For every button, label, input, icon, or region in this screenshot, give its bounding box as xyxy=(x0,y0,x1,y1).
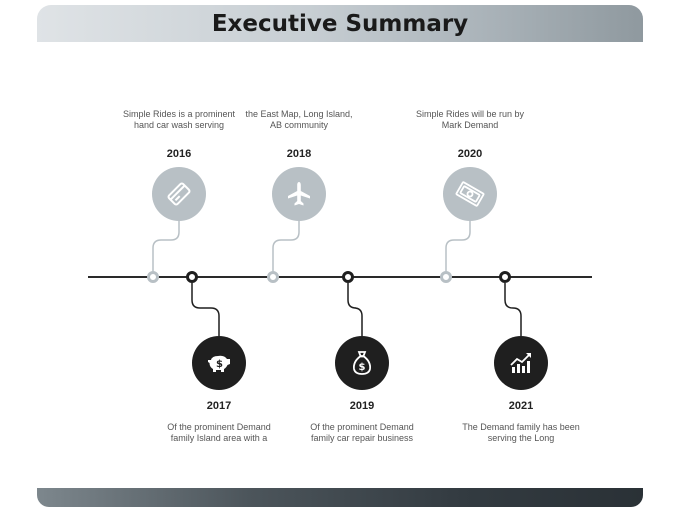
connector-2018 xyxy=(272,220,300,271)
growth-chart-icon xyxy=(510,353,531,373)
event-2020-year: 2020 xyxy=(457,148,483,160)
node-2021 xyxy=(499,271,511,283)
money-bag-icon: $ xyxy=(352,351,372,375)
event-2021-badge xyxy=(494,336,548,390)
event-2018-text: the East Map, Long Island, AB community xyxy=(245,109,353,130)
event-2019-text: Of the prominent Demand family car repai… xyxy=(310,422,414,443)
event-2019-year: 2019 xyxy=(349,400,375,412)
event-2016-year: 2016 xyxy=(166,148,192,160)
event-2020-text: Simple Rides will be run by Mark Demand xyxy=(415,109,525,130)
banknote-icon xyxy=(455,181,485,207)
node-2016 xyxy=(147,271,159,283)
event-2020-badge xyxy=(443,167,497,221)
node-2018 xyxy=(267,271,279,283)
card-icon xyxy=(167,182,191,206)
connector-2019 xyxy=(347,283,363,336)
page-title: Executive Summary xyxy=(211,11,469,37)
event-2018-year: 2018 xyxy=(286,148,312,160)
event-2016-text: Simple Rides is a prominent hand car was… xyxy=(122,109,236,130)
timeline-line xyxy=(88,276,592,278)
event-2021-year: 2021 xyxy=(508,400,534,412)
connector-2016 xyxy=(152,220,180,271)
svg-text:$: $ xyxy=(359,362,366,373)
event-2017-text: Of the prominent Demand family Island ar… xyxy=(167,422,271,443)
node-2019 xyxy=(342,271,354,283)
event-2017-year: 2017 xyxy=(206,400,232,412)
event-2021-text: The Demand family has been serving the L… xyxy=(462,422,580,443)
piggy-bank-icon: $ xyxy=(208,355,230,372)
connector-2020 xyxy=(445,220,471,271)
node-2020 xyxy=(440,271,452,283)
svg-text:$: $ xyxy=(216,359,223,370)
footer-bar xyxy=(37,488,643,507)
connector-2017 xyxy=(191,283,220,336)
event-2016-badge xyxy=(152,167,206,221)
connector-2021 xyxy=(504,283,522,336)
airplane-icon xyxy=(288,182,310,206)
event-2017-badge: $ xyxy=(192,336,246,390)
event-2019-badge: $ xyxy=(335,336,389,390)
node-2017 xyxy=(186,271,198,283)
event-2018-badge xyxy=(272,167,326,221)
title-bar: Executive Summary xyxy=(37,5,643,42)
